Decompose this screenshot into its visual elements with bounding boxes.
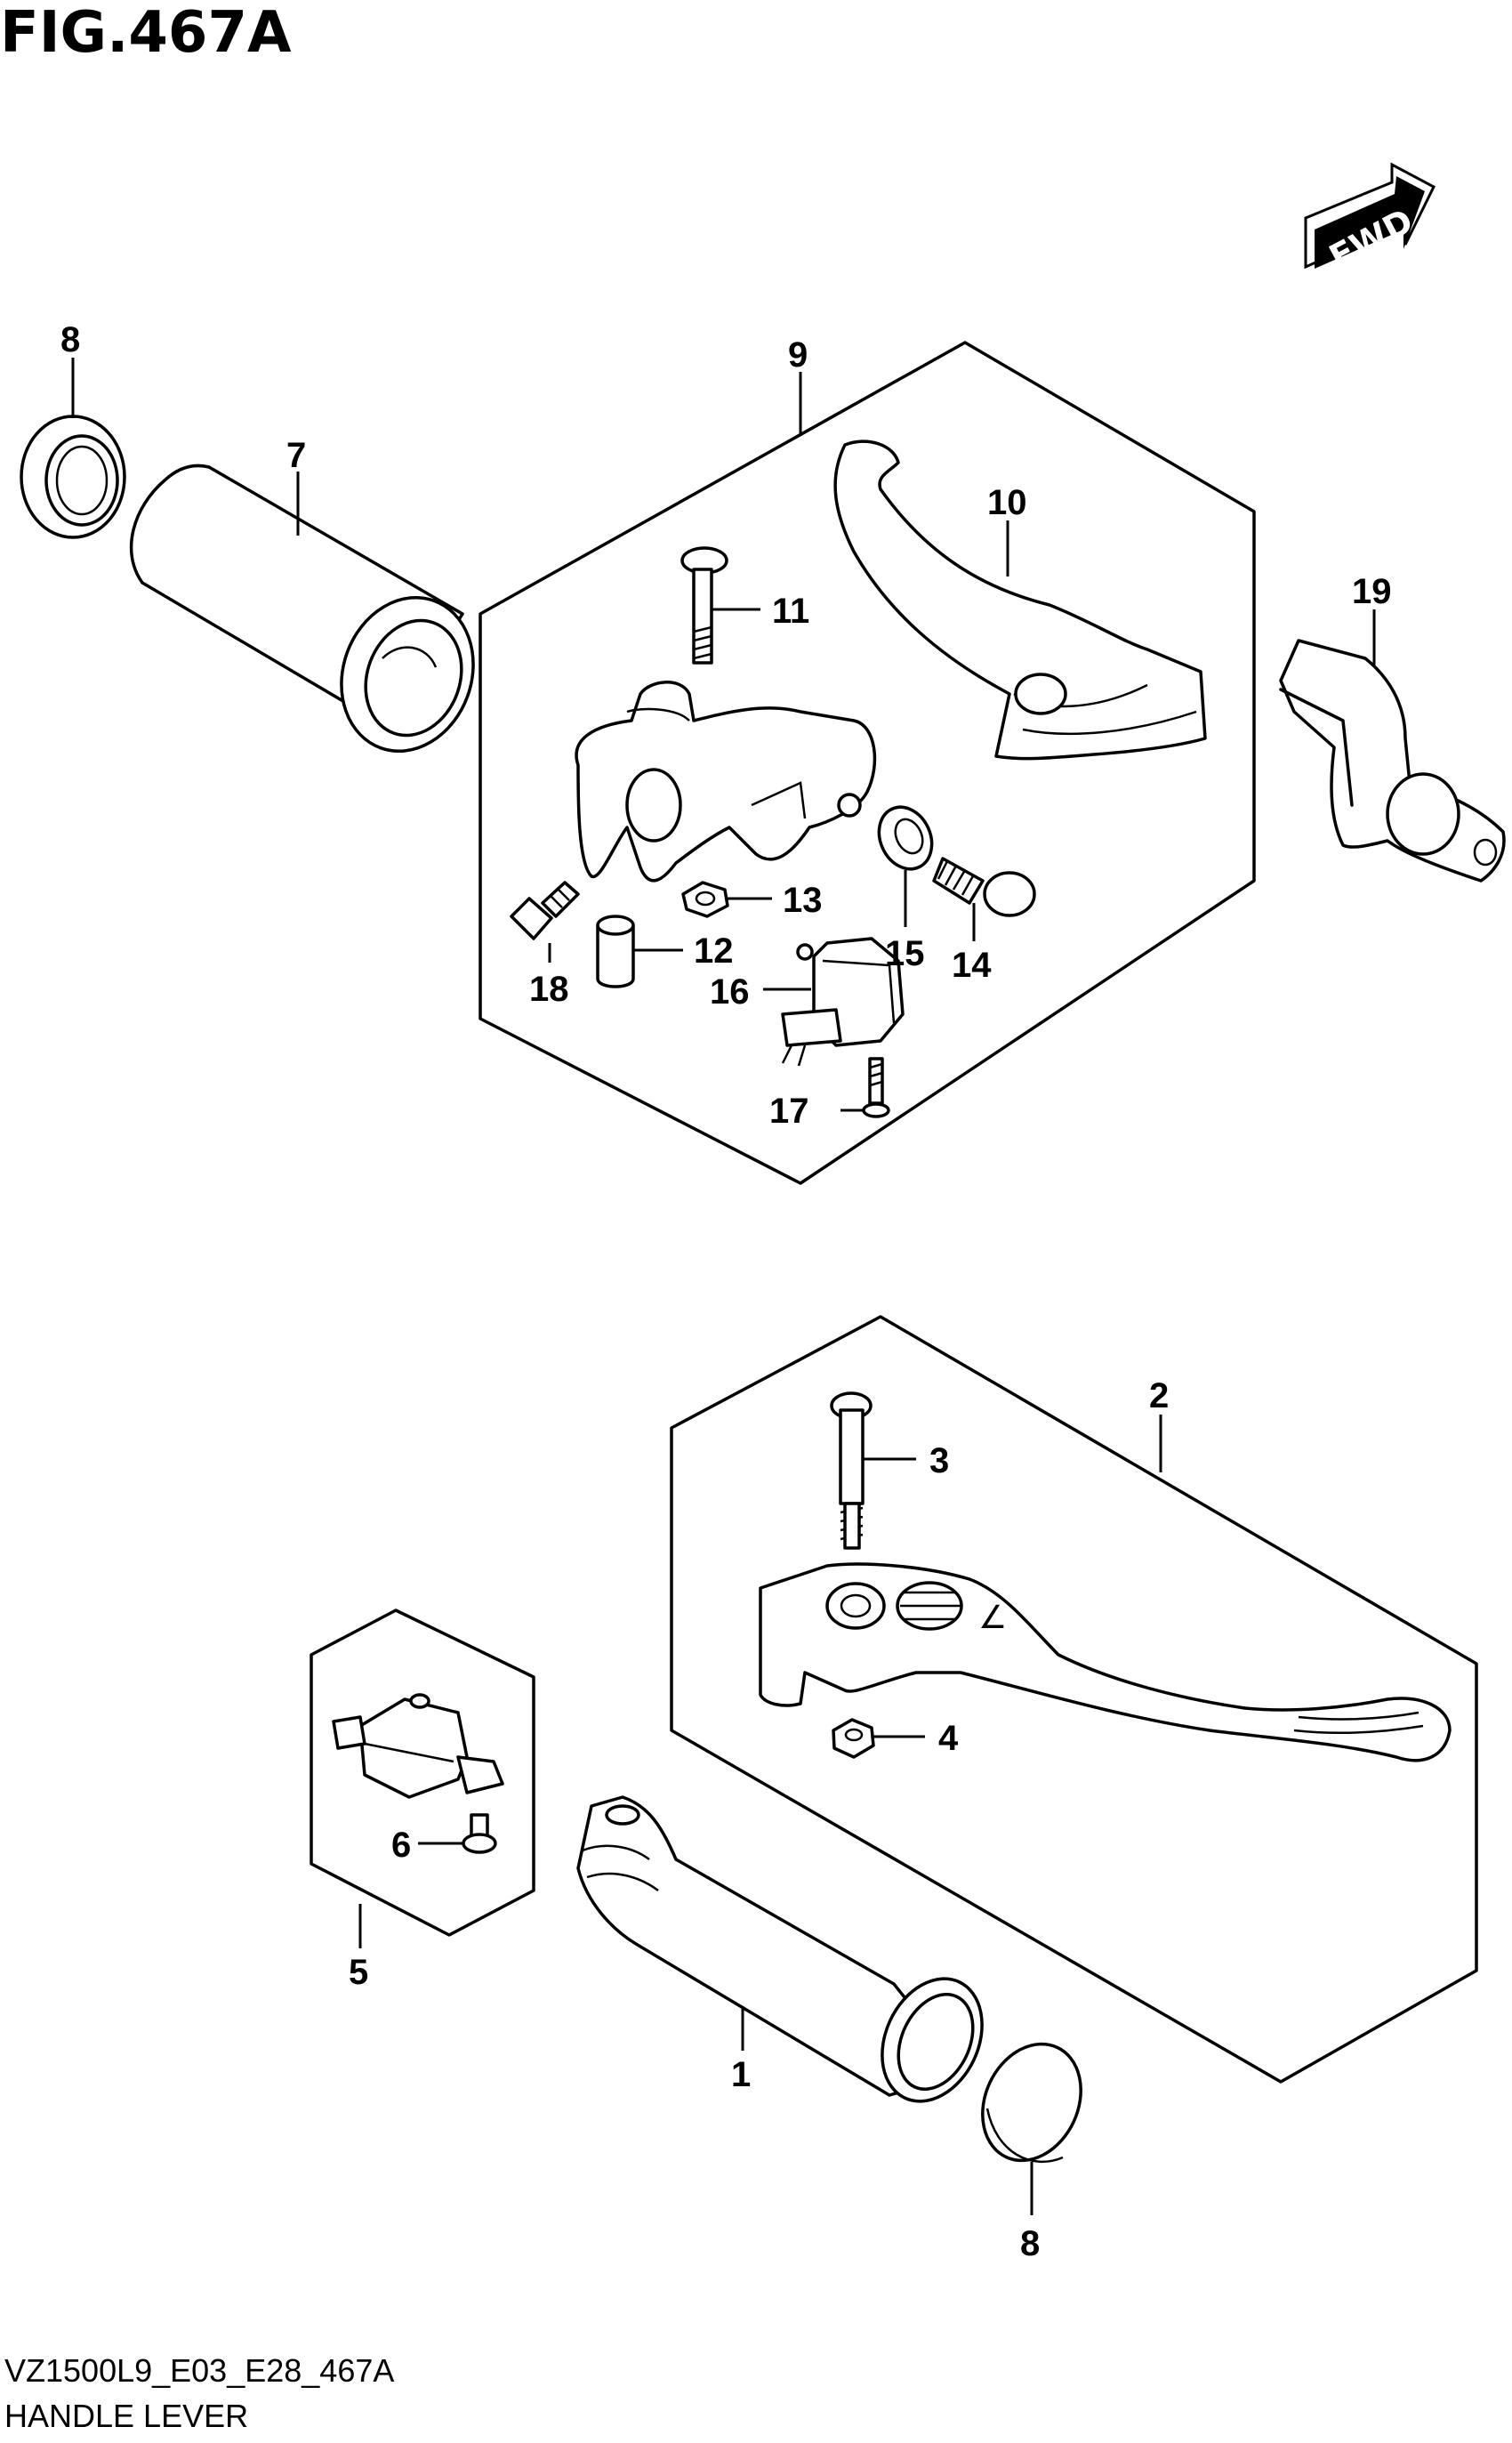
callout-14: 14 xyxy=(952,946,992,985)
callout-9: 9 xyxy=(788,335,808,375)
part-16-switch xyxy=(781,937,905,1067)
callout-6: 6 xyxy=(391,1826,411,1865)
callout-8-top: 8 xyxy=(60,320,80,359)
callout-4: 4 xyxy=(938,1719,959,1758)
part-1-throttle-grip xyxy=(576,1795,984,2103)
part-17-screw xyxy=(862,1057,890,1118)
callout-16: 16 xyxy=(710,972,750,1012)
part-8-bottom-cap xyxy=(981,2042,1082,2164)
part-2-brake-lever: ∠ xyxy=(759,1562,1452,1762)
part-18-screw xyxy=(510,881,580,940)
callout-18: 18 xyxy=(529,970,569,1009)
part-7-grip xyxy=(129,464,475,754)
callout-17: 17 xyxy=(769,1092,809,1131)
callout-13: 13 xyxy=(783,881,823,920)
part-14-adjuster-bolt xyxy=(932,857,1036,917)
part-13-nut xyxy=(681,881,729,918)
leader-lines xyxy=(71,358,1376,2215)
part-6-screw xyxy=(462,1813,497,1854)
part-8-top-cap xyxy=(20,415,126,539)
part-4-nut xyxy=(832,1718,875,1759)
part-11-pivot-bolt xyxy=(680,546,728,665)
part-15-adjuster xyxy=(877,805,934,871)
callout-19: 19 xyxy=(1352,572,1392,611)
footer-name: HANDLE LEVER xyxy=(4,2398,248,2434)
callout-2: 2 xyxy=(1149,1376,1169,1415)
callout-3: 3 xyxy=(929,1441,949,1480)
callout-11: 11 xyxy=(772,592,809,631)
assembly-2-outline xyxy=(670,1315,1478,2084)
footer-code: VZ1500L9_E03_E28_467A xyxy=(4,2352,394,2389)
figure-title: FIG.467A xyxy=(0,0,292,66)
callout-5: 5 xyxy=(349,1953,368,1992)
assembly-9-outline xyxy=(479,341,1256,1185)
callout-8-bottom: 8 xyxy=(1020,2224,1040,2263)
part-10-clutch-lever xyxy=(833,439,1207,761)
assembly-5-outline xyxy=(310,1609,535,1937)
lever-holder-bracket xyxy=(575,681,877,883)
callout-7: 7 xyxy=(286,436,306,475)
svg-text:∠: ∠ xyxy=(978,1599,1007,1635)
part-19-boot xyxy=(1279,639,1506,883)
callout-15: 15 xyxy=(885,934,925,973)
part-3-pivot-bolt xyxy=(830,1391,873,1550)
callout-10: 10 xyxy=(987,483,1027,522)
part-12-collar xyxy=(596,915,635,988)
callout-1: 1 xyxy=(731,2055,751,2094)
part-5-brake-switch xyxy=(332,1693,504,1799)
fwd-arrow-icon: FWD xyxy=(1304,162,1436,277)
callout-12: 12 xyxy=(694,931,734,971)
